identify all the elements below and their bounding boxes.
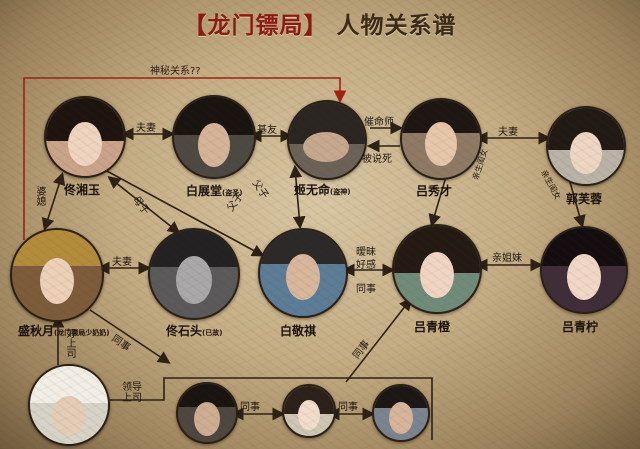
portrait-sheng-qiuyue[interactable] [10,228,104,322]
rel-ambiguous: 暧昧 [356,247,376,258]
portrait-tong-xiangyu[interactable] [44,96,126,178]
rel-colleague-3: 同事 [240,402,260,413]
name-bai-zhantang-main: 白展堂 [186,184,223,198]
name-ji-wuming-note: (盗神) [330,188,351,196]
name-bai-zhantang-note: (盗圣) [222,189,243,197]
name-lv-xiucai: 吕秀才 [416,184,453,198]
name-tong-shitou: 佟石头(已故) [166,322,222,339]
name-tong-xiangyu: 佟湘玉 [64,183,101,197]
portrait-lv-xiucai[interactable] [400,98,482,180]
rel-superior: 好上司 [64,328,75,358]
rel-sisters: 亲姐妹 [492,253,522,264]
rel-mystery: 神秘关系?? [150,66,201,77]
portrait-staff-3[interactable] [372,384,430,442]
name-ji-wuming-main: 姬无命 [294,183,331,197]
rel-colleague-1: 同事 [356,284,376,295]
name-bai-jingqi: 白敬祺 [280,324,317,338]
rel-jiyou: 基友 [257,125,277,136]
portrait-ji-wuming[interactable] [287,100,367,180]
link-mystery [23,77,347,240]
portrait-staff-1[interactable] [176,382,238,444]
portrait-staff-2[interactable] [282,384,336,438]
rel-couple-1: 夫妻 [136,123,156,134]
name-sheng-qiuyue-note: (龙门镖局少奶奶) [54,329,110,337]
name-tong-shitou-note: (已故) [202,329,223,337]
rel-couple-3: 夫妻 [112,257,132,268]
link-in-law [41,171,66,232]
rel-cuiming: 催命师 [364,117,394,128]
portrait-guo-furong[interactable] [546,106,626,186]
name-lv-qingcheng: 吕青橙 [414,320,451,334]
portrait-lv-qingcheng[interactable] [392,224,482,314]
link-leader [104,377,433,440]
portrait-bai-zhantang[interactable] [172,95,256,179]
chart-title: 【龙门镖局】 人物关系谱 [0,6,640,40]
link-colleague-2 [89,309,171,364]
chart-title-bracket: 【龙门镖局】 [183,13,328,39]
link-mother-son [107,176,181,234]
portrait-bandaged-man[interactable] [28,364,110,446]
rel-in-law: 婆媳 [34,186,45,206]
name-bai-zhantang: 白展堂(盗圣) [186,182,242,199]
rel-leader: 领导上司 [122,382,142,404]
rel-goodwill: 好感 [356,260,376,271]
rel-colleague-4: 同事 [338,402,358,413]
name-lv-qingning: 吕青柠 [562,320,599,334]
portrait-bai-jingqi[interactable] [258,228,348,318]
name-sheng-qiuyue: 盛秋月(龙门镖局少奶奶) [18,322,109,339]
link-daughter-2 [569,181,586,229]
link-father-son [289,164,306,230]
name-tong-shitou-main: 佟石头 [166,324,203,338]
portrait-lv-qingning[interactable] [540,226,628,314]
rel-beishuosi: 被说死 [362,154,392,165]
portrait-tong-shitou[interactable] [148,228,240,320]
name-guo-furong: 郭芙蓉 [566,192,603,206]
name-sheng-qiuyue-main: 盛秋月 [18,324,55,338]
name-ji-wuming: 姬无命(盗神) [294,181,350,198]
rel-couple-2: 夫妻 [498,127,518,138]
chart-title-main: 人物关系谱 [336,13,457,39]
link-colleague-5 [345,297,412,383]
